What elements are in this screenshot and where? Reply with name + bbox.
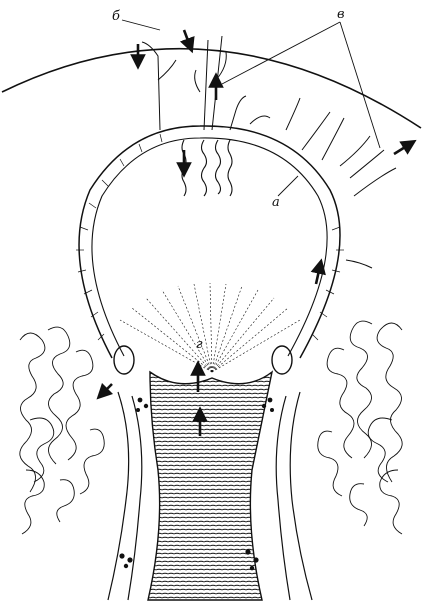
- left-junction-ring: [114, 346, 134, 374]
- radiating-fibers: [120, 283, 300, 372]
- vessel-spines: [76, 134, 344, 340]
- arrow-left-junction: [102, 384, 112, 394]
- right-channel-inner: [276, 396, 290, 600]
- label-g: г: [196, 338, 203, 351]
- label-pointers: [122, 20, 380, 196]
- vessel-loop-inner: [92, 138, 327, 356]
- arrow-loop-up: [316, 266, 320, 284]
- left-channel-inner: [128, 396, 142, 600]
- arrow-right-out: [394, 144, 410, 154]
- hanging-roots: [182, 140, 232, 196]
- connective-tissue-left: [20, 327, 104, 534]
- label-v: в: [337, 8, 345, 21]
- left-channel: [108, 392, 129, 600]
- arrow-top-right-down: [184, 30, 190, 46]
- label-b: б: [112, 10, 120, 23]
- flow-arrows: [102, 30, 410, 436]
- right-junction-ring: [272, 346, 292, 374]
- vessel-loop-outer: [79, 126, 340, 358]
- central-stalk: [148, 372, 272, 600]
- pointer-v-2: [340, 22, 380, 148]
- connective-tissue-right: [318, 321, 402, 534]
- pointer-a: [278, 176, 298, 196]
- label-a: а: [272, 196, 280, 209]
- top-vessels: [142, 36, 396, 268]
- right-channel: [290, 392, 312, 600]
- outer-surface-arc: [2, 49, 421, 128]
- pointer-b: [122, 20, 160, 30]
